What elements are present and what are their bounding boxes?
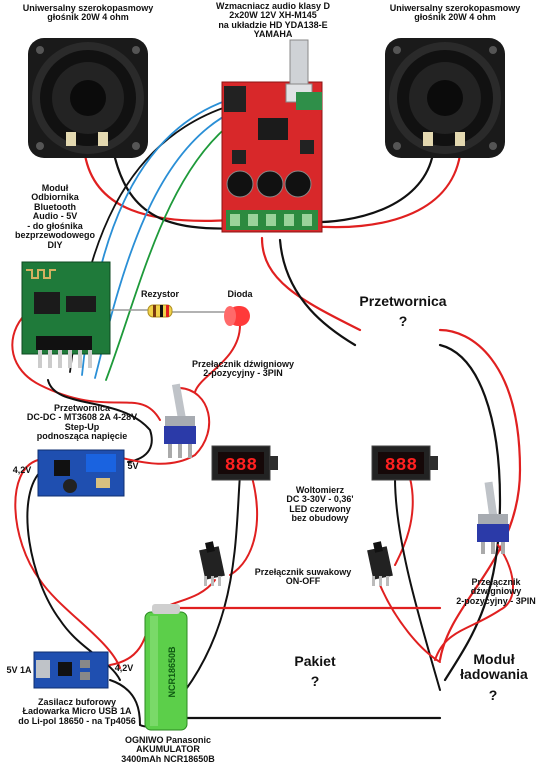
wire-audio-green (105, 117, 239, 381)
bluetooth-module (21, 261, 111, 368)
converter-top-question: ? (398, 313, 408, 329)
charger-board (33, 651, 109, 689)
stepup-vout-label: 5V (127, 461, 139, 471)
charge-module-question: ? (488, 687, 498, 703)
charger-label: Zasilacz buforowy Ładowarka Micro USB 1A… (18, 697, 136, 726)
wire-vm-left-red (229, 469, 259, 576)
svg-texts: 888 888 NCR18650B (167, 456, 417, 698)
wire-diode-red (194, 324, 241, 393)
led-diode (224, 306, 250, 326)
voltmeter-left-digits: 888 (225, 456, 257, 476)
bluetooth-label: Moduł Odbiornika Bluetooth Audio - 5V - … (14, 183, 95, 250)
wire-slide-right-red (379, 584, 441, 663)
wire-speaker-left-red (83, 153, 234, 222)
slide-switch-right (367, 541, 393, 586)
wire-bt-red (11, 317, 161, 421)
wire-vm-right-black (394, 477, 441, 691)
voltmeter-label: Woltomierz DC 3-30V - 0,36' LED czerwony… (286, 485, 354, 524)
wire-conv-red-right (438, 328, 522, 662)
stepup-vin-label: 4,2V (12, 465, 32, 475)
wire-vm-right-red (394, 477, 414, 566)
speaker-left-label: Uniwersalny szerokopasmowy głośnik 20W 4… (22, 3, 154, 23)
cell-print: NCR18650B (167, 646, 177, 698)
switch-top-label: Przełącznik dźwigniowy 2-pozycyjny - 3PI… (191, 359, 295, 379)
wire-speaker-right-red (308, 153, 462, 229)
charger-in-label: 5V 1A (6, 665, 32, 675)
wire-charger-black (109, 679, 141, 726)
diode-label: Dioda (227, 289, 253, 299)
wire-conv-black-right (438, 343, 502, 682)
speaker-right-label: Uniwersalny szerokopasmowy głośnik 20W 4… (389, 3, 521, 23)
voltmeter-right-digits: 888 (385, 456, 417, 476)
wire-speaker-left-black (113, 156, 244, 230)
charge-module-label: Moduł ładowania (460, 651, 528, 682)
converter-top-label: Przetwornica (359, 293, 447, 309)
speaker-right (385, 38, 505, 158)
wire-bt-black (47, 379, 153, 463)
speaker-left (28, 38, 148, 158)
voltmeter-left (211, 445, 278, 481)
wire-toggle-red (121, 387, 211, 465)
wire-amp-power-red (260, 236, 362, 332)
battery-cell (144, 604, 188, 731)
wire-stepup-in-black (26, 471, 121, 681)
slide-switch-label: Przełącznik suwakowy ON-OFF (254, 567, 352, 587)
toggle-switch-top (164, 383, 196, 458)
voltmeter-right (371, 445, 438, 481)
resistor (147, 304, 173, 318)
wire-amp-power-black (278, 238, 357, 347)
slide-switch-left (199, 541, 225, 586)
wire-toggle-right-red (434, 544, 514, 661)
cell-label: OGNIWO Panasonic AKUMULATOR 3400mAh NCR1… (121, 735, 215, 764)
pack-label: Pakiet (294, 653, 336, 669)
pack-question: ? (310, 673, 320, 689)
amplifier-label: Wzmacniacz audio klasy D 2x20W 12V XH-M1… (215, 1, 331, 40)
switch-right-label: Przełącznik dźwigniowy 2-pozycyjny - 3PI… (456, 577, 536, 606)
toggle-switch-right (477, 481, 509, 554)
resistor-label: Rezystor (140, 289, 179, 299)
stepup-label: Przetwornica DC-DC - MT3608 2A 4-28V Ste… (26, 403, 138, 442)
amplifier-board (221, 39, 323, 233)
stepup-converter (37, 449, 125, 497)
charger-out-label: 4,2V (114, 663, 134, 673)
